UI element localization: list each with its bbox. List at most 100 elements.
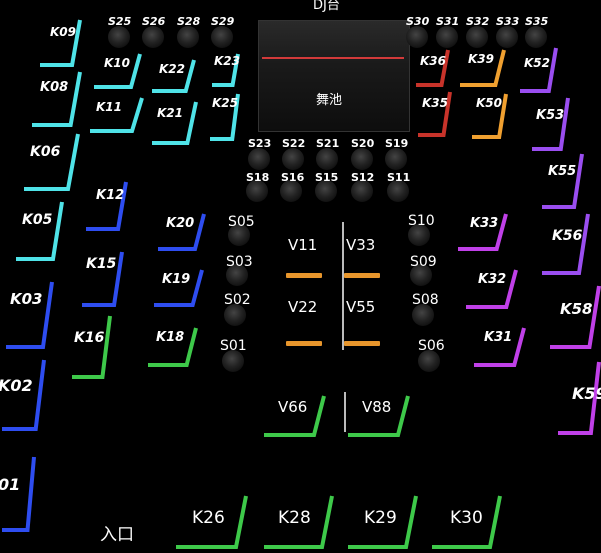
booth-label: K12 <box>96 188 125 203</box>
vip-table-V33[interactable] <box>344 273 380 278</box>
seat-S12[interactable] <box>351 180 373 202</box>
booth-label: K32 <box>478 272 507 287</box>
seat-S08[interactable] <box>412 304 434 326</box>
seat-S33[interactable] <box>496 26 518 48</box>
seat-S10[interactable] <box>408 224 430 246</box>
booth-K23[interactable]: K23 <box>210 52 240 88</box>
booth-couch-line <box>82 251 124 307</box>
seat-S26[interactable] <box>142 26 164 48</box>
seat-label: S15 <box>315 171 339 184</box>
booth-K06[interactable]: K06 <box>22 132 80 192</box>
booth-K26[interactable]: K26 <box>174 494 248 550</box>
seat-S16[interactable] <box>280 180 302 202</box>
seat-S20[interactable] <box>351 148 373 170</box>
booth-K18[interactable]: K18 <box>146 326 198 368</box>
booth-K08[interactable]: K08 <box>30 70 82 128</box>
booth-couch-outline <box>348 395 410 437</box>
booth-V88[interactable]: V88 <box>346 394 410 438</box>
booth-V66[interactable]: V66 <box>262 394 326 438</box>
booth-K52[interactable]: K52 <box>518 46 558 94</box>
booth-K32[interactable]: K32 <box>464 268 518 310</box>
booth-K36[interactable]: K36 <box>414 48 450 88</box>
booth-K12[interactable]: K12 <box>84 180 128 232</box>
seat-S25[interactable] <box>108 26 130 48</box>
booth-label: K59 <box>572 384 601 403</box>
dj-booth-label: DJ台 <box>313 0 340 13</box>
booth-K19[interactable]: K19 <box>152 268 204 308</box>
booth-couch-line <box>210 93 240 141</box>
booth-couch-line <box>176 495 248 549</box>
booth-couch-outline <box>176 495 248 549</box>
vip-table-V11[interactable] <box>286 273 322 278</box>
seat-S22[interactable] <box>282 148 304 170</box>
booth-couch-line <box>550 285 601 349</box>
booth-couch-line <box>472 93 508 139</box>
booth-K30[interactable]: K30 <box>430 494 502 550</box>
booth-K58[interactable]: K58 <box>548 284 601 350</box>
booth-K55[interactable]: K55 <box>540 152 584 210</box>
seat-S30[interactable] <box>406 26 428 48</box>
vip-table-V22[interactable] <box>286 341 322 346</box>
seat-S06[interactable] <box>418 350 440 372</box>
seat-S15[interactable] <box>315 180 337 202</box>
booth-couch-outline <box>466 269 518 309</box>
booth-K20[interactable]: K20 <box>156 212 206 252</box>
seat-S32[interactable] <box>466 26 488 48</box>
booth-K35[interactable]: K35 <box>416 90 452 138</box>
booth-label: K18 <box>156 330 185 345</box>
booth-label: K29 <box>364 508 397 528</box>
booth-K28[interactable]: K28 <box>262 494 334 550</box>
seat-S29[interactable] <box>211 26 233 48</box>
booth-K53[interactable]: K53 <box>530 96 570 152</box>
booth-K15[interactable]: K15 <box>80 250 124 308</box>
booth-couch-line <box>458 213 508 251</box>
booth-couch-outline <box>520 47 558 93</box>
booth-K29[interactable]: K29 <box>346 494 418 550</box>
seat-S18[interactable] <box>246 180 268 202</box>
booth-K01[interactable]: 01 <box>0 455 36 533</box>
booth-K22[interactable]: K22 <box>150 58 196 94</box>
seat-S11[interactable] <box>387 180 409 202</box>
vip-table-V55[interactable] <box>344 341 380 346</box>
booth-K56[interactable]: K56 <box>540 212 590 276</box>
seat-label: S08 <box>412 292 439 308</box>
center-divider-lower <box>344 392 346 432</box>
seat-S09[interactable] <box>410 264 432 286</box>
seat-S02[interactable] <box>224 304 246 326</box>
booth-K10[interactable]: K10 <box>92 52 142 90</box>
booth-label: K23 <box>214 54 240 68</box>
booth-K09[interactable]: K09 <box>38 18 82 68</box>
seat-S35[interactable] <box>525 26 547 48</box>
booth-K25[interactable]: K25 <box>208 92 240 142</box>
seat-S19[interactable] <box>385 148 407 170</box>
booth-K39[interactable]: K39 <box>458 48 506 88</box>
booth-K11[interactable]: K11 <box>88 96 144 134</box>
booth-K33[interactable]: K33 <box>456 212 508 252</box>
booth-couch-outline <box>2 456 36 532</box>
booth-couch-line <box>416 49 450 87</box>
booth-K03[interactable]: K03 <box>4 280 54 350</box>
seat-S03[interactable] <box>226 264 248 286</box>
center-divider <box>342 222 344 350</box>
booth-K21[interactable]: K21 <box>150 100 198 146</box>
seat-S01[interactable] <box>222 350 244 372</box>
seat-S21[interactable] <box>316 148 338 170</box>
booth-K02[interactable]: K02 <box>0 358 46 432</box>
booth-couch-line <box>6 281 54 349</box>
booth-K50[interactable]: K50 <box>470 92 508 140</box>
booth-K59[interactable]: K59 <box>556 360 601 436</box>
seat-S05[interactable] <box>228 224 250 246</box>
seat-S23[interactable] <box>248 148 270 170</box>
booth-K16[interactable]: K16 <box>70 314 112 380</box>
booth-couch-line <box>466 269 518 309</box>
seat-S31[interactable] <box>436 26 458 48</box>
booth-label: K36 <box>420 54 446 68</box>
booth-K31[interactable]: K31 <box>472 326 526 368</box>
seat-S28[interactable] <box>177 26 199 48</box>
booth-couch-outline <box>212 53 240 87</box>
dance-floor[interactable] <box>258 20 410 132</box>
booth-couch-line <box>32 71 82 127</box>
booth-K05[interactable]: K05 <box>14 200 64 262</box>
booth-label: K55 <box>548 164 577 179</box>
booth-couch-line <box>520 47 558 93</box>
